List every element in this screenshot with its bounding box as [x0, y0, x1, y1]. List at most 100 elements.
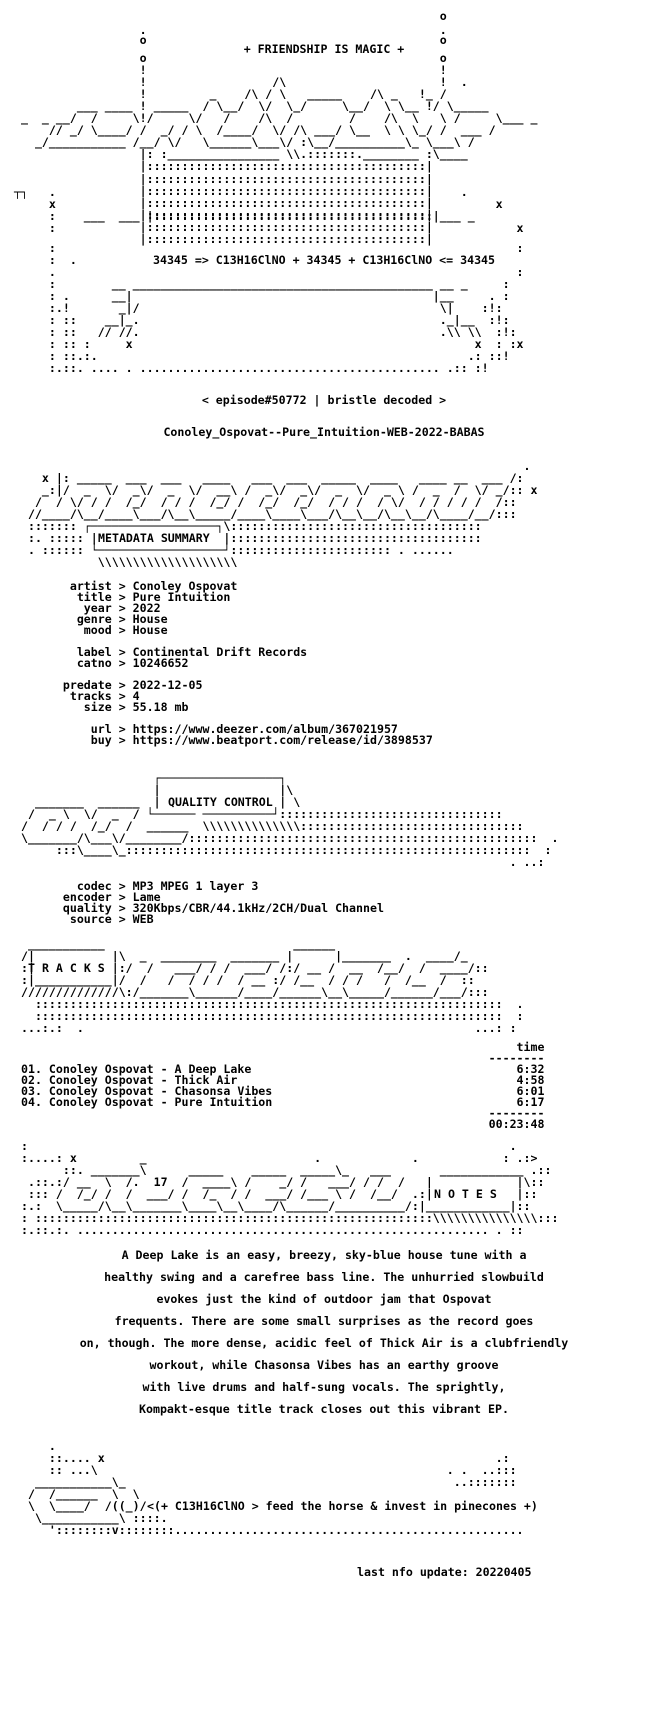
ascii-art: x |: _____ ___ ___ ____ ___ ___ _____ __…: [14, 471, 524, 486]
release-name: Conoley_Ospovat--Pure_Intuition-WEB-2022…: [163, 425, 485, 439]
ascii-art: \_______/\___\/________/::::::::::::::::…: [14, 831, 559, 846]
ascii-art: .::.:/ __ \ /. 17 / ____\ / _/ / ___/ / …: [14, 1175, 545, 1190]
ascii-art: |:::::::::::::::::::::::::::::::::::::::…: [14, 171, 433, 186]
ascii-art: ___________\_ ..:::::::: [14, 1475, 517, 1490]
ascii-art: : ::.:. .: ::!: [14, 349, 510, 364]
ascii-art: ::::::::::::::::::::::::::::::::::::::::…: [14, 1009, 524, 1024]
ascii-art: : ___ ___ |:::::::::::::::::::::::::::::…: [14, 209, 475, 223]
ascii-art: ::.... x .:: [14, 1451, 510, 1466]
metadata-row: size > 55.18 mb: [14, 700, 189, 714]
ascii-art: : :: : x x : :x: [14, 337, 524, 352]
notes-line: frequents. There are some small surprise…: [114, 1314, 534, 1328]
ascii-art: _ _ __/ / \!/ \/ / /\ / / /\ \ \ / \___ …: [14, 111, 538, 126]
notes-line: Kompakt-esque title track closes out thi…: [139, 1402, 509, 1416]
quality-section-title: QUALITY CONTROL: [168, 795, 273, 810]
ascii-art: |:::::::::::::::::::::::::::::::::::::::…: [14, 231, 433, 246]
tracks-section-title: T R A C K S: [28, 961, 105, 976]
tracks-total: 00:23:48: [14, 1117, 545, 1131]
ascii-art: : :: [14, 241, 524, 255]
ascii-art: ...:.: . ...: :: [14, 1021, 517, 1036]
ascii-art: .: [14, 459, 531, 473]
metadata-row: tracks > 4: [14, 689, 140, 703]
ascii-art: ___________ ______: [14, 937, 336, 951]
ascii-art: : :: __|_. ._|__ :!:: [14, 313, 510, 328]
ascii-art: . ..:: [14, 855, 545, 870]
notes-line: healthy swing and a carefree bass line. …: [104, 1270, 544, 1284]
ascii-art: |:::::::::::::::::::::::::::::::::::::::…: [14, 159, 433, 174]
ascii-art: ::::::: ┌──────────────────┐\:::::::::::…: [14, 519, 482, 534]
ascii-art: ! _ /\ / \ _____ /\ _ !_ /: [14, 87, 447, 102]
track-row: 01. Conoley Ospovat - A Deep Lake 6:32: [14, 1062, 545, 1076]
ascii-art: _/___________ /__/ \/ \______\___\/ :\__…: [14, 135, 475, 150]
ascii-art: \\\\\\\\\\\\\\\\\\\\: [14, 555, 238, 570]
ascii-art: /| |\ _ ________ _______ | |_______ . __…: [14, 949, 468, 964]
ascii-art: --------: [14, 1051, 545, 1065]
ascii-art: :|___________|/ / / / / / / __ :/ /__ / …: [14, 973, 475, 988]
ascii-art: . .: [14, 185, 468, 199]
track-row: 02. Conoley Ospovat - Thick Air 4:58: [14, 1073, 545, 1087]
track-row: 04. Conoley Ospovat - Pure Intuition 6:1…: [14, 1095, 545, 1109]
ascii-art: '::::::::v::::::::......................…: [14, 1523, 524, 1538]
ascii-art: ::: / /_/ / / ___/ / /_ / / ___/ /___ \ …: [14, 1187, 538, 1202]
footer-tagline: <(+ C13H16ClNO > feed the horse & invest…: [147, 1499, 538, 1514]
ascii-art: .: [14, 1439, 56, 1453]
ascii-art: :.: \_____/\__\_______\____\__\____/\___…: [14, 1199, 531, 1214]
ascii-art: / / / / /_/ / ______ \\\\\\\\\\\\\\:::::…: [14, 819, 524, 834]
ascii-art: ! !: [14, 63, 447, 78]
ascii-art: :.::. .... . ...........................…: [14, 361, 489, 376]
metadata-row: buy > https://www.beatport.com/release/i…: [14, 733, 433, 747]
ascii-art: _______ ______ | | \: [14, 795, 301, 810]
ascii-art: : .: [14, 253, 77, 267]
ascii-art: / _ \ \/ _ / └────── ──────────┘::::::::…: [14, 807, 503, 822]
tracks-time-header: time: [14, 1040, 545, 1054]
ascii-art: ┌─────────────────┐: [14, 771, 287, 785]
ascii-art: . :::::: └──────────────────┘:::::::::::…: [14, 543, 454, 558]
metadata-row: url > https://www.deezer.com/album/36702…: [14, 722, 398, 736]
ascii-art: / / \/ / / /_/ / / / /_/ / /_/ /_/ / / /…: [14, 495, 517, 510]
notes-section-title: N O T E S: [434, 1187, 497, 1202]
notes-line: evokes just the kind of outdoor jam that…: [156, 1292, 492, 1306]
ascii-art: : .: [14, 1139, 517, 1153]
ascii-art: :::\____\_::::::::::::::::::::::::::::::…: [14, 843, 552, 858]
metadata-row: year > 2022: [14, 601, 161, 615]
notes-line: A Deep Lake is an easy, breezy, sky-blue…: [121, 1248, 527, 1262]
ascii-art: : ::::::::::::::::::::::::::::::::::::::…: [14, 1211, 559, 1226]
ascii-art: :.::.:. ................................…: [14, 1223, 524, 1238]
ascii-art: --------: [14, 1106, 545, 1120]
ascii-art: | |\: [14, 783, 294, 798]
metadata-row: predate > 2022-12-05: [14, 678, 203, 692]
ascii-art: :. ::::: | |::::::::::::::::::::::::::::…: [14, 531, 482, 546]
ascii-art: |:::::::::::::::::::::::::::::::::::::::…: [14, 195, 433, 210]
metadata-row: mood > House: [14, 623, 168, 637]
ascii-art: :| |:/ / ___/ / / ___/ /:/ __ / __ /__/ …: [14, 961, 489, 976]
ascii-art: ! /\ ! .: [14, 75, 468, 90]
ascii-art: |:::::::::::::::::::::::::::::::::::::::…: [14, 207, 433, 222]
ascii-art: \___________\ ::::.: [14, 1511, 168, 1526]
slogan-text: + FRIENDSHIP IS MAGIC +: [243, 42, 405, 56]
metadata-row: title > Pure Intuition: [14, 590, 231, 604]
ascii-art: . :: [14, 265, 524, 279]
ascii-art: // _/ \____/ / _/ / \ /____/ \/ /\ ___/ …: [14, 123, 496, 138]
ascii-art: ┬┐: [14, 185, 28, 199]
metadata-row: catno > 10246652: [14, 656, 189, 670]
ascii-art: :....: x _ . . : .:>: [14, 1151, 538, 1166]
quality-row: encoder > Lame: [14, 890, 161, 904]
notes-line: on, though. The more dense, acidic feel …: [79, 1336, 569, 1350]
ascii-art: ::::::::::::::::::::::::::::::::::::::::…: [14, 997, 524, 1012]
quality-row: source > WEB: [14, 912, 154, 926]
ascii-art: o o: [14, 51, 447, 65]
quality-row: quality > 320Kbps/CBR/44.1kHz/2CH/Dual C…: [14, 901, 384, 915]
metadata-row: artist > Conoley Ospovat: [14, 579, 238, 593]
ascii-art: ::. _______\ _____ _____ _____\_ ___ ___…: [14, 1163, 552, 1178]
ascii-art: :: ...\ . . ..:::: [14, 1463, 517, 1478]
notes-line: workout, while Chasonsa Vibes has an ear…: [149, 1358, 499, 1372]
quality-row: codec > MP3 MPEG 1 layer 3: [14, 879, 259, 893]
track-row: 03. Conoley Ospovat - Chasonsa Vibes 6:0…: [14, 1084, 545, 1098]
ascii-art: //////////////\:/_______\______/____/___…: [14, 985, 489, 1000]
metadata-row: genre > House: [14, 612, 168, 626]
ascii-art: :.! _|/ \| :!:: [14, 301, 503, 316]
last-update-text: last nfo update: 20220405: [357, 1565, 532, 1579]
ascii-art: |:::::::::::::::::::::::::::::::::::::::…: [14, 183, 433, 198]
formula-text: 34345 => C13H16ClNO + 34345 + C13H16ClNO…: [152, 253, 496, 267]
